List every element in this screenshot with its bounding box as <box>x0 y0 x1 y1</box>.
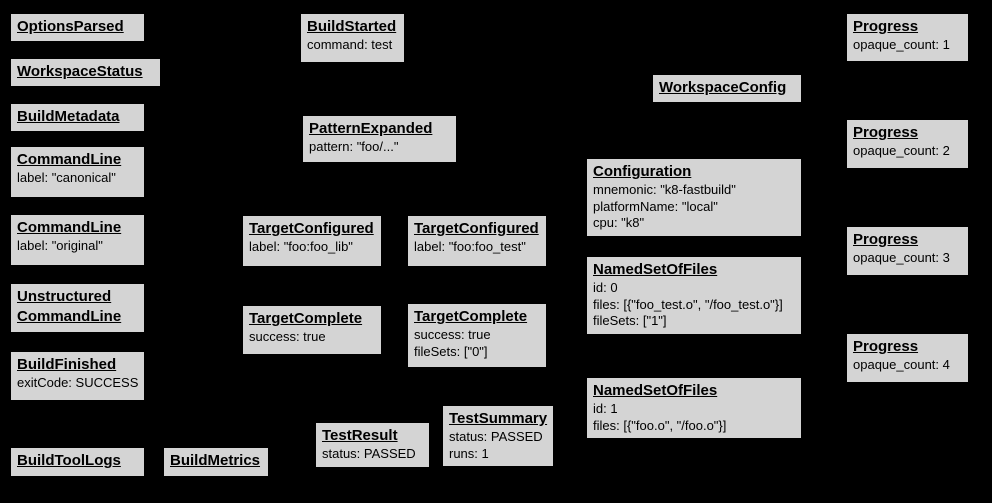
node-build-started: BuildStarted command: test <box>300 13 405 63</box>
node-options-parsed: OptionsParsed <box>10 13 145 42</box>
node-workspace-config: WorkspaceConfig <box>652 74 802 103</box>
node-title: Progress <box>853 124 919 141</box>
node-progress-1: Progress opaque_count: 1 <box>846 13 969 62</box>
node-detail: label: "canonical" <box>17 170 116 185</box>
node-detail: status: PASSED <box>322 446 416 461</box>
node-title: NamedSetOfFiles <box>593 382 718 399</box>
node-detail: pattern: "foo/..." <box>309 139 399 154</box>
node-detail: label: "foo:foo_test" <box>414 239 526 254</box>
node-title: Configuration <box>593 163 692 180</box>
node-detail: files: [{"foo.o", "/foo.o"}] <box>593 417 727 433</box>
node-build-tool-logs: BuildToolLogs <box>10 447 145 477</box>
node-build-finished: BuildFinished exitCode: SUCCESS <box>10 351 145 401</box>
node-detail: fileSets: ["0"] <box>414 343 488 359</box>
node-detail: fileSets: ["1"] <box>593 313 667 328</box>
node-title: BuildMetrics <box>170 452 261 469</box>
node-detail: opaque_count: 4 <box>853 357 950 372</box>
node-title: TargetComplete <box>414 308 528 325</box>
node-title: CommandLine <box>17 308 122 325</box>
node-detail: success: true <box>414 327 491 342</box>
node-title: BuildFinished <box>17 356 117 373</box>
node-detail: label: "foo:foo_lib" <box>249 239 353 254</box>
node-title: BuildStarted <box>307 18 397 35</box>
node-build-metadata: BuildMetadata <box>10 103 145 132</box>
node-title: Unstructured <box>17 288 112 305</box>
node-detail: exitCode: SUCCESS <box>17 375 139 390</box>
node-pattern-expanded: PatternExpanded pattern: "foo/..." <box>302 115 457 163</box>
node-build-metrics: BuildMetrics <box>163 447 269 477</box>
node-detail: opaque_count: 1 <box>853 37 950 52</box>
node-detail: command: test <box>307 37 393 52</box>
node-title: TargetComplete <box>249 310 363 327</box>
node-title: WorkspaceStatus <box>17 63 143 80</box>
node-title: TestResult <box>322 427 398 444</box>
node-detail: opaque_count: 2 <box>853 143 950 158</box>
node-title: TargetConfigured <box>414 220 539 237</box>
node-detail: id: 0 <box>593 280 618 295</box>
node-detail: files: [{"foo_test.o", "/foo_test.o"}] <box>593 296 783 312</box>
node-title: BuildToolLogs <box>17 452 121 469</box>
node-detail: label: "original" <box>17 238 103 253</box>
node-target-configured-foo-test: TargetConfigured label: "foo:foo_test" <box>407 215 547 267</box>
node-title: PatternExpanded <box>309 120 433 137</box>
node-progress-2: Progress opaque_count: 2 <box>846 119 969 169</box>
node-title: Progress <box>853 231 919 248</box>
node-detail: platformName: "local" <box>593 198 718 214</box>
node-configuration: Configuration mnemonic: "k8-fastbuild"pla… <box>586 158 802 237</box>
node-title: BuildMetadata <box>17 108 120 125</box>
node-detail: cpu: "k8" <box>593 215 645 230</box>
node-command-line-original: CommandLine label: "original" <box>10 214 145 266</box>
node-progress-4: Progress opaque_count: 4 <box>846 333 969 383</box>
node-detail: mnemonic: "k8-fastbuild" <box>593 182 736 197</box>
node-detail: runs: 1 <box>449 445 489 461</box>
node-target-complete-foo-lib: TargetComplete success: true <box>242 305 382 355</box>
node-progress-3: Progress opaque_count: 3 <box>846 226 969 276</box>
node-title: OptionsParsed <box>17 18 124 35</box>
node-detail: opaque_count: 3 <box>853 250 950 265</box>
node-title: WorkspaceConfig <box>659 79 787 96</box>
node-test-result: TestResult status: PASSED <box>315 422 430 468</box>
node-target-configured-foo-lib: TargetConfigured label: "foo:foo_lib" <box>242 215 382 267</box>
node-command-line-canonical: CommandLine label: "canonical" <box>10 146 145 198</box>
node-detail: id: 1 <box>593 401 618 416</box>
node-title: Progress <box>853 18 919 35</box>
node-detail: status: PASSED <box>449 429 543 444</box>
node-title: TargetConfigured <box>249 220 374 237</box>
node-detail: success: true <box>249 329 326 344</box>
node-title: NamedSetOfFiles <box>593 261 718 278</box>
node-title: CommandLine <box>17 151 122 168</box>
node-title: Progress <box>853 338 919 355</box>
node-title: CommandLine <box>17 219 122 236</box>
node-title: TestSummary <box>449 410 548 427</box>
node-workspace-status: WorkspaceStatus <box>10 58 161 87</box>
